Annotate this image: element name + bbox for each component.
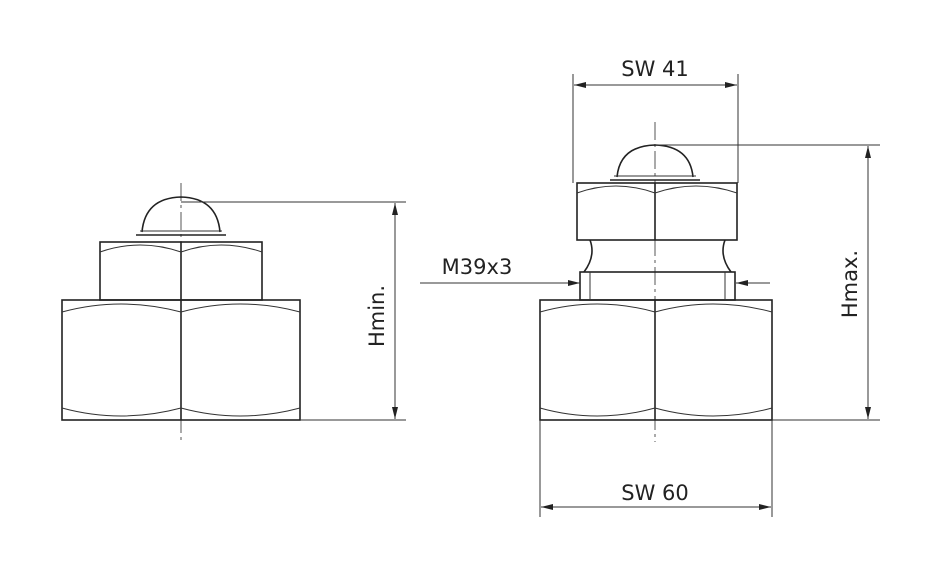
hmax-label: Hmax. [838,250,862,318]
sw41-dimension: SW 41 [572,57,739,183]
left-small-hex-nut [99,241,263,301]
left-assembly-min-height: Hmin. [61,183,406,442]
right-assembly-max-height: SW 41 Hmax. SW 60 M39x3 [420,57,880,517]
right-small-hex-nut [576,182,738,241]
hmin-dimension: Hmin. [181,201,406,421]
thread-label: M39x3 [442,255,513,279]
hmax-dimension: Hmax. [655,144,880,421]
thread-callout: M39x3 [420,255,770,286]
left-large-hex-nut [61,299,301,421]
sw60-label: SW 60 [621,481,689,505]
sw41-label: SW 41 [621,57,689,81]
right-large-hex-nut [539,299,773,421]
left-ball-dome [136,196,226,236]
threaded-spindle [579,239,736,301]
hmin-label: Hmin. [365,285,389,347]
sw60-dimension: SW 60 [539,420,773,517]
